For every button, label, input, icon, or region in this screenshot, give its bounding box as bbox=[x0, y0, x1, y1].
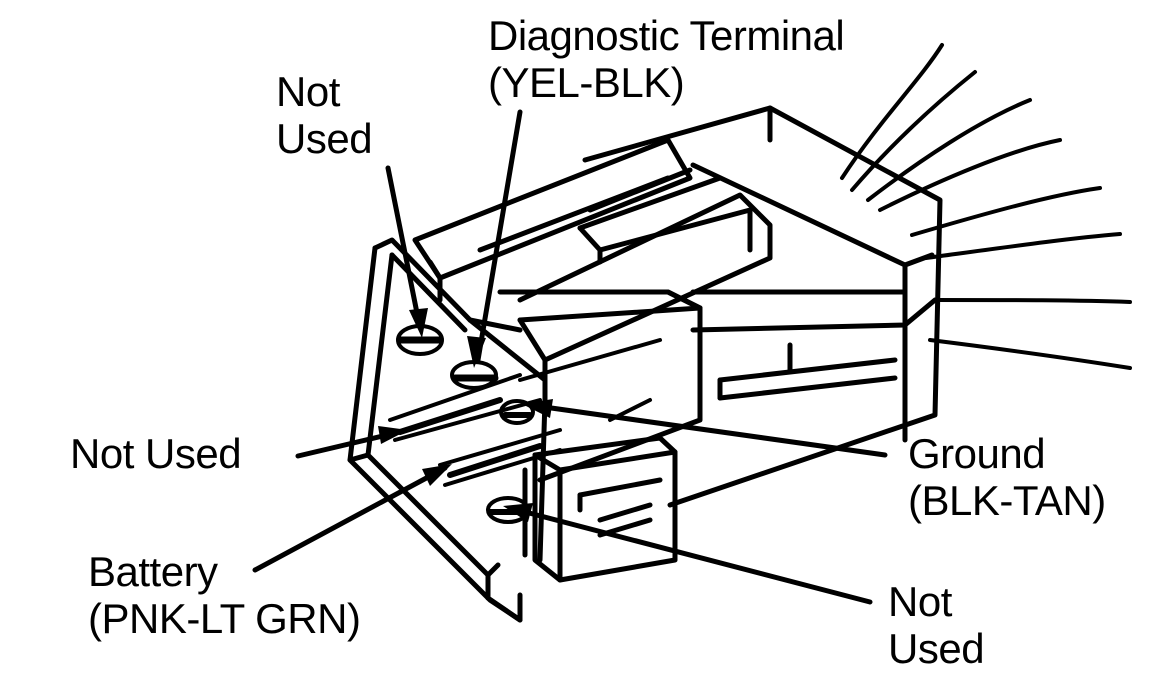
label-ground-line1: Ground bbox=[908, 430, 1046, 477]
front-frame bbox=[347, 237, 548, 623]
label-not-used-top-line1: Not bbox=[276, 68, 340, 115]
terminal-slots bbox=[388, 338, 662, 487]
leader-battery bbox=[252, 465, 448, 573]
label-not-used-bottom-line1: Not bbox=[888, 578, 952, 625]
label-diagnostic-terminal-line2: (YEL-BLK) bbox=[488, 59, 685, 106]
leader-not-used-top bbox=[385, 165, 421, 321]
label-not-used-bottom-line2: Used bbox=[888, 625, 985, 672]
arrowhead-battery bbox=[422, 464, 452, 486]
label-battery: Battery (PNK-LT GRN) bbox=[88, 548, 361, 642]
label-not-used-top: Not Used bbox=[276, 68, 373, 162]
terminal-pins bbox=[396, 324, 535, 524]
label-not-used-top-line2: Used bbox=[276, 115, 373, 162]
arrowheads bbox=[378, 308, 553, 522]
leader-ground bbox=[527, 402, 888, 458]
arrowhead-not-used-top bbox=[409, 308, 428, 338]
label-battery-line2: (PNK-LT GRN) bbox=[88, 595, 361, 642]
top-latch bbox=[412, 137, 773, 363]
label-battery-line1: Battery bbox=[88, 548, 218, 595]
leader-not-used-bottom bbox=[507, 505, 873, 605]
label-ground-line2: (BLK-TAN) bbox=[908, 477, 1106, 524]
label-diagnostic-terminal: Diagnostic Terminal (YEL-BLK) bbox=[488, 12, 845, 106]
label-not-used-left-line1: Not Used bbox=[70, 430, 242, 477]
connector-housing bbox=[582, 105, 943, 508]
arrowhead-not-used-left bbox=[378, 426, 408, 444]
label-diagnostic-terminal-line1: Diagnostic Terminal bbox=[488, 12, 845, 59]
arrowhead-not-used-bottom bbox=[503, 503, 533, 522]
label-not-used-left: Not Used bbox=[70, 430, 242, 477]
arrowhead-diagnostic bbox=[467, 336, 486, 368]
leader-diagnostic-terminal bbox=[475, 109, 523, 363]
arrowhead-ground bbox=[522, 399, 553, 418]
wire-bundle bbox=[840, 43, 1132, 370]
label-ground: Ground (BLK-TAN) bbox=[908, 430, 1106, 524]
label-not-used-bottom: Not Used bbox=[888, 578, 985, 672]
